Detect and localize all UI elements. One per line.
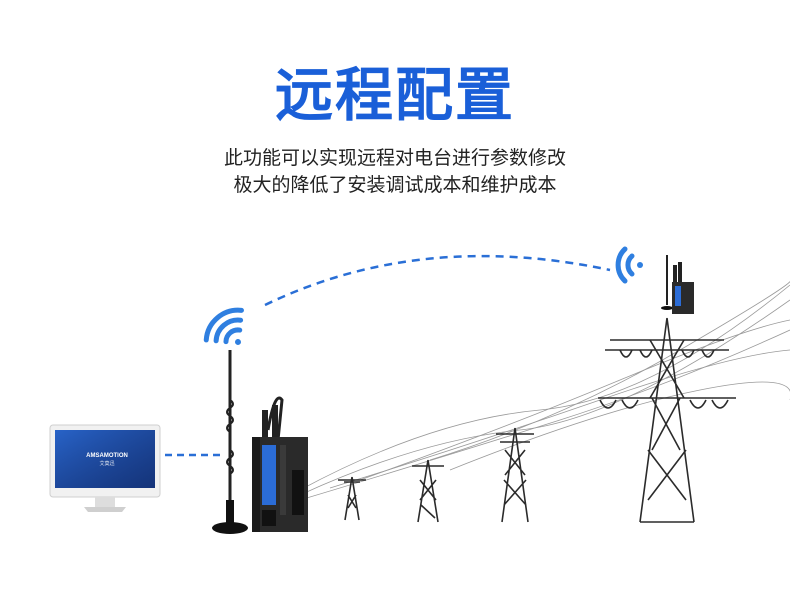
power-tower-icon xyxy=(338,317,736,523)
wifi-signal-icon-remote xyxy=(615,246,643,284)
antenna-icon xyxy=(212,350,248,534)
monitor-brand: AMSAMOTION 艾莫迅 xyxy=(62,452,152,468)
power-lines xyxy=(299,280,790,501)
description: 此功能可以实现远程对电台进行参数修改 极大的降低了安装调试成本和维护成本 xyxy=(0,145,790,199)
description-line-2: 极大的降低了安装调试成本和维护成本 xyxy=(233,174,557,196)
link-arc xyxy=(264,254,611,307)
description-line-1: 此功能可以实现远程对电台进行参数修改 xyxy=(223,147,566,169)
wifi-signal-icon xyxy=(203,307,244,345)
page-title: 远程配置 xyxy=(274,61,515,129)
remote-device-icon xyxy=(661,255,694,314)
monitor-icon xyxy=(49,424,161,512)
monitor-brand-name: AMSAMOTION xyxy=(86,453,128,459)
radio-device-icon xyxy=(252,396,308,532)
monitor-brand-sub: 艾莫迅 xyxy=(99,461,115,467)
